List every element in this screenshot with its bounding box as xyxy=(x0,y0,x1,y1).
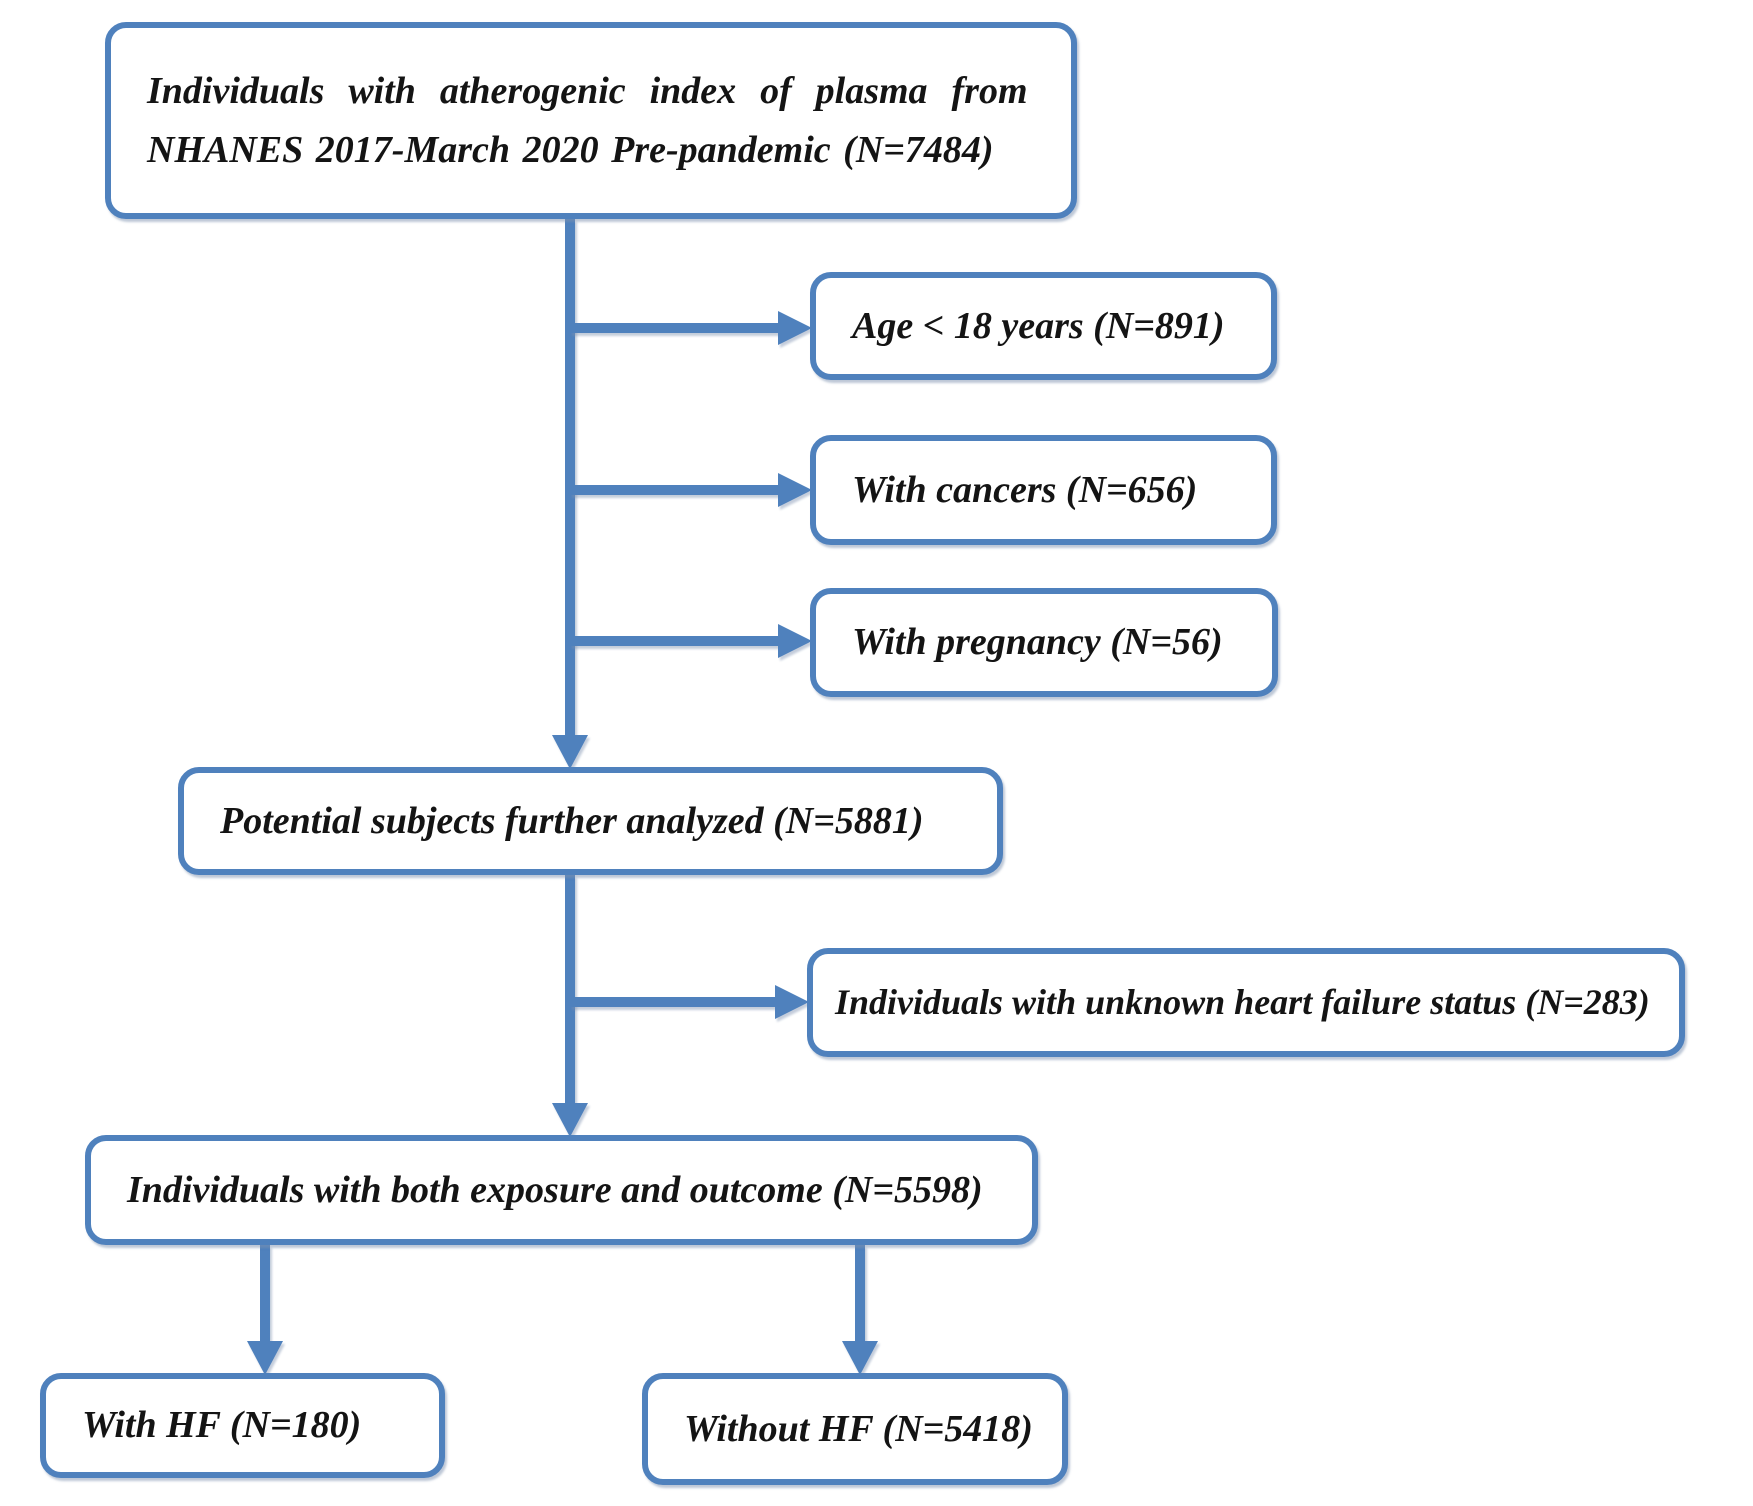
node-exclusion-cancers-label: With cancers (N=656) xyxy=(852,468,1198,511)
node-exclusion-unknown-hf-status: Individuals with unknown heart failure s… xyxy=(807,948,1685,1057)
node-without-hf-label: Without HF (N=5418) xyxy=(684,1407,1033,1450)
arrowhead-down-icon xyxy=(247,1341,283,1375)
connector-analytic-to-with-hf xyxy=(247,1245,283,1375)
node-analytic-sample: Individuals with both exposure and outco… xyxy=(85,1135,1038,1245)
node-exclusion-age: Age < 18 years (N=891) xyxy=(810,272,1277,380)
arrowhead-right-icon xyxy=(778,311,812,345)
node-without-hf: Without HF (N=5418) xyxy=(642,1373,1068,1485)
node-exclusion-unknown-hf-status-label: Individuals with unknown heart failure s… xyxy=(835,981,1650,1022)
arrowhead-right-icon xyxy=(778,624,812,658)
node-with-hf-label: With HF (N=180) xyxy=(82,1404,362,1447)
connector-branch-unknown-hf xyxy=(570,985,809,1019)
connector-analytic-to-without-hf xyxy=(842,1245,878,1375)
node-source-label-line2: NHANES 2017-March 2020 Pre-pandemic (N=7… xyxy=(147,128,994,171)
connector-branch-pregnancy xyxy=(570,624,812,658)
arrowhead-right-icon xyxy=(778,473,812,507)
arrowhead-down-icon xyxy=(552,735,588,769)
node-potential-subjects-label: Potential subjects further analyzed (N=5… xyxy=(220,799,924,842)
node-exclusion-age-label: Age < 18 years (N=891) xyxy=(852,304,1225,347)
connector-potential-to-analytic xyxy=(552,875,588,1137)
node-exclusion-cancers: With cancers (N=656) xyxy=(810,435,1277,545)
connector-source-to-potential xyxy=(552,219,588,769)
node-source-population: Individuals with atherogenic index of pl… xyxy=(105,22,1077,219)
node-with-hf: With HF (N=180) xyxy=(40,1373,445,1478)
arrowhead-down-icon xyxy=(842,1341,878,1375)
node-exclusion-pregnancy: With pregnancy (N=56) xyxy=(810,588,1278,697)
node-source-label-line1: Individuals with atherogenic index of pl… xyxy=(147,69,1028,112)
connector-branch-cancers xyxy=(570,473,812,507)
connector-branch-age xyxy=(570,311,812,345)
arrowhead-right-icon xyxy=(775,985,809,1019)
node-potential-subjects: Potential subjects further analyzed (N=5… xyxy=(178,767,1003,875)
node-analytic-sample-label: Individuals with both exposure and outco… xyxy=(127,1168,983,1211)
arrowhead-down-icon xyxy=(552,1103,588,1137)
node-exclusion-pregnancy-label: With pregnancy (N=56) xyxy=(852,621,1223,664)
